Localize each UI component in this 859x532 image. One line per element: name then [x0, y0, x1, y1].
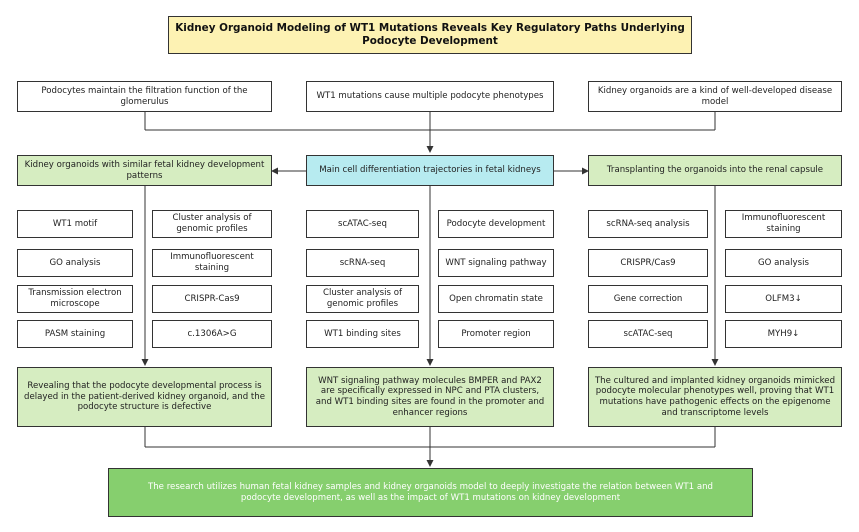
method-center-wnt-pathway: WNT signaling pathway — [438, 249, 554, 277]
finding-box-left: Revealing that the podocyte developmenta… — [17, 367, 272, 427]
method-right-scrna-analysis: scRNA-seq analysis — [588, 210, 708, 238]
top-box-wt1-mutations: WT1 mutations cause multiple podocyte ph… — [306, 81, 554, 112]
method-center-promoter-region: Promoter region — [438, 320, 554, 348]
method-center-scatac: scATAC-seq — [306, 210, 419, 238]
method-center-binding-sites: WT1 binding sites — [306, 320, 419, 348]
diagram-title: Kidney Organoid Modeling of WT1 Mutation… — [168, 16, 692, 54]
conclusion-box: The research utilizes human fetal kidney… — [108, 468, 753, 517]
top-box-podocytes: Podocytes maintain the filtration functi… — [17, 81, 272, 112]
method-left-pasm: PASM staining — [17, 320, 133, 348]
middle-box-left: Kidney organoids with similar fetal kidn… — [17, 155, 272, 186]
middle-box-center: Main cell differentiation trajectories i… — [306, 155, 554, 186]
finding-box-center: WNT signaling pathway molecules BMPER an… — [306, 367, 554, 427]
method-right-crispr: CRISPR/Cas9 — [588, 249, 708, 277]
method-left-wt1-motif: WT1 motif — [17, 210, 133, 238]
method-center-cluster-analysis: Cluster analysis of genomic profiles — [306, 285, 419, 313]
method-center-open-chromatin: Open chromatin state — [438, 285, 554, 313]
finding-box-right: The cultured and implanted kidney organo… — [588, 367, 842, 427]
method-right-scatac: scATAC-seq — [588, 320, 708, 348]
method-right-myh9: MYH9↓ — [725, 320, 842, 348]
method-right-olfm3: OLFM3↓ — [725, 285, 842, 313]
method-right-immunofluorescent: Immunofluorescent staining — [725, 210, 842, 238]
method-left-mutation: c.1306A>G — [152, 320, 272, 348]
method-left-tem: Transmission electron microscope — [17, 285, 133, 313]
method-center-scrna: scRNA-seq — [306, 249, 419, 277]
method-left-immunofluorescent: Immunofluorescent staining — [152, 249, 272, 277]
method-left-cluster-analysis: Cluster analysis of genomic profiles — [152, 210, 272, 238]
method-right-gene-correction: Gene correction — [588, 285, 708, 313]
middle-box-right: Transplanting the organoids into the ren… — [588, 155, 842, 186]
method-left-go-analysis: GO analysis — [17, 249, 133, 277]
top-box-organoids: Kidney organoids are a kind of well-deve… — [588, 81, 842, 112]
method-right-go-analysis: GO analysis — [725, 249, 842, 277]
method-center-podocyte-development: Podocyte development — [438, 210, 554, 238]
method-left-crispr-cas9: CRISPR-Cas9 — [152, 285, 272, 313]
